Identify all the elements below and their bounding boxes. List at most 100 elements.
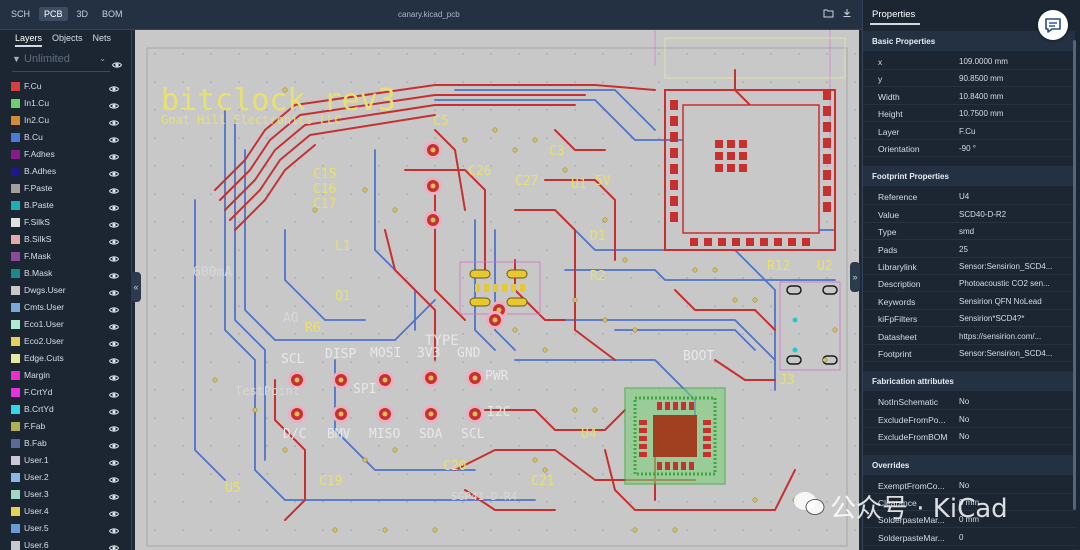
layer-row[interactable]: F.Mask: [0, 248, 132, 265]
layer-row[interactable]: F.Paste: [0, 180, 132, 197]
layer-row[interactable]: F.Cu: [0, 78, 132, 95]
layer-color-swatch[interactable]: [11, 456, 20, 465]
eye-icon[interactable]: [109, 132, 119, 150]
layer-color-swatch[interactable]: [11, 303, 20, 312]
property-value[interactable]: 25: [959, 244, 968, 254]
tab-objects[interactable]: Objects: [52, 33, 83, 43]
property-value[interactable]: 0: [959, 532, 964, 542]
property-value[interactable]: No: [959, 432, 970, 442]
layer-row[interactable]: B.SilkS: [0, 231, 132, 248]
eye-icon[interactable]: [109, 472, 119, 490]
eye-icon[interactable]: [109, 540, 119, 550]
layer-row[interactable]: F.Adhes: [0, 146, 132, 163]
layer-row[interactable]: B.Fab: [0, 435, 132, 452]
layer-color-swatch[interactable]: [11, 541, 20, 550]
property-value[interactable]: https://sensirion.com/...: [959, 331, 1042, 341]
layer-row[interactable]: F.CrtYd: [0, 384, 132, 401]
layer-row[interactable]: Margin: [0, 367, 132, 384]
eye-icon[interactable]: [109, 421, 119, 439]
tab-bom[interactable]: BOM: [102, 9, 123, 19]
property-value[interactable]: smd: [959, 227, 975, 237]
property-row[interactable]: ExcludeFromPo...No: [863, 411, 1075, 428]
layer-color-swatch[interactable]: [11, 337, 20, 346]
property-value[interactable]: -90 °: [959, 144, 976, 153]
property-row[interactable]: ExemptFromCo...No: [863, 477, 1075, 494]
layer-row[interactable]: B.Paste: [0, 197, 132, 214]
layer-color-swatch[interactable]: [11, 354, 20, 363]
eye-icon[interactable]: [109, 251, 119, 269]
layer-color-swatch[interactable]: [11, 286, 20, 295]
property-value[interactable]: Sensor:Sensirion_SCD4...: [959, 262, 1053, 271]
layer-row[interactable]: B.Adhes: [0, 163, 132, 180]
eye-icon[interactable]: [109, 217, 119, 235]
property-value[interactable]: No: [959, 397, 970, 407]
layer-row[interactable]: Edge.Cuts: [0, 350, 132, 367]
layer-row[interactable]: Dwgs.User: [0, 282, 132, 299]
eye-icon[interactable]: [109, 489, 119, 507]
property-value[interactable]: 0 mm: [959, 498, 979, 507]
layer-color-swatch[interactable]: [11, 439, 20, 448]
layer-color-swatch[interactable]: [11, 405, 20, 414]
eye-icon[interactable]: [109, 455, 119, 473]
open-folder-icon[interactable]: [823, 8, 834, 18]
property-value[interactable]: 10.8400 mm: [959, 91, 1004, 101]
property-row[interactable]: Orientation-90 °: [863, 140, 1075, 157]
eye-icon[interactable]: [109, 370, 119, 388]
layer-row[interactable]: Eco1.User: [0, 316, 132, 333]
layer-row[interactable]: B.Mask: [0, 265, 132, 282]
layer-color-swatch[interactable]: [11, 507, 20, 516]
layer-row[interactable]: Cmts.User: [0, 299, 132, 316]
eye-icon[interactable]: [109, 506, 119, 524]
eye-icon[interactable]: [109, 149, 119, 167]
eye-icon[interactable]: [109, 387, 119, 405]
layer-row[interactable]: In2.Cu: [0, 112, 132, 129]
property-value[interactable]: 10.7500 mm: [959, 109, 1004, 119]
collapse-left-panel-button[interactable]: «: [131, 272, 141, 302]
layer-row[interactable]: User.1: [0, 452, 132, 469]
layer-color-swatch[interactable]: [11, 388, 20, 397]
property-value[interactable]: 0 mm: [959, 515, 979, 525]
eye-icon[interactable]: [109, 183, 119, 201]
layer-row[interactable]: User.6: [0, 537, 132, 550]
layer-color-swatch[interactable]: [11, 82, 20, 91]
tab-3d[interactable]: 3D: [76, 9, 89, 19]
property-value[interactable]: Sensirion QFN NoLead: [959, 296, 1042, 306]
tab-nets[interactable]: Nets: [92, 33, 112, 43]
eye-icon[interactable]: [109, 319, 119, 337]
layer-row[interactable]: B.CrtYd: [0, 401, 132, 418]
pcb-canvas[interactable]: bitclock rev3 Goat Hill Electronics LLC …: [135, 30, 859, 550]
tab-pcb[interactable]: PCB: [39, 7, 68, 21]
eye-icon[interactable]: [109, 166, 119, 184]
collapse-right-panel-button[interactable]: »: [850, 262, 860, 292]
eye-icon[interactable]: [109, 285, 119, 303]
layer-row[interactable]: User.3: [0, 486, 132, 503]
layer-row[interactable]: Eco2.User: [0, 333, 132, 350]
eye-icon[interactable]: [109, 115, 119, 133]
property-value[interactable]: No: [959, 480, 970, 490]
download-icon[interactable]: [842, 8, 852, 18]
layer-row[interactable]: B.Cu: [0, 129, 132, 146]
layer-color-swatch[interactable]: [11, 99, 20, 108]
tab-layers[interactable]: Layers: [15, 33, 43, 47]
layer-row[interactable]: F.Fab: [0, 418, 132, 435]
eye-icon[interactable]: [109, 81, 119, 99]
property-value[interactable]: No: [959, 414, 970, 424]
layer-color-swatch[interactable]: [11, 116, 20, 125]
property-value[interactable]: U4: [959, 192, 970, 202]
property-value[interactable]: Photoacoustic CO2 sen...: [959, 279, 1050, 289]
